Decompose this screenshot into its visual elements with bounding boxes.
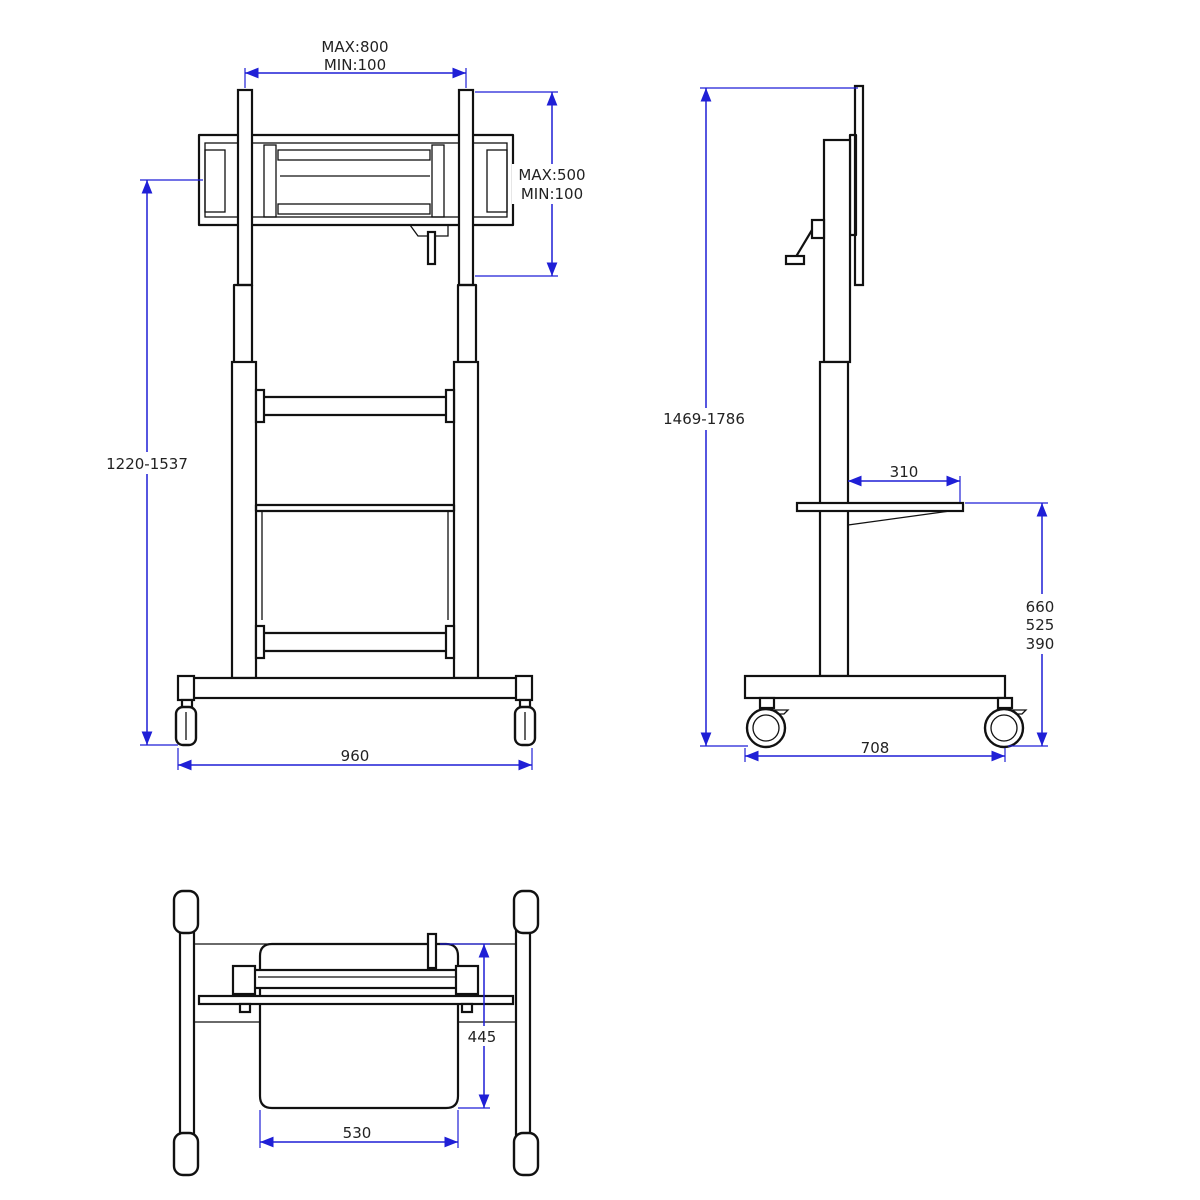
top-column-left [231, 964, 257, 996]
inner-pole-left [232, 283, 254, 365]
vesa-rail-right [457, 88, 475, 287]
vesa-rail-left [236, 88, 254, 287]
side-base [743, 674, 1007, 700]
dim-shelf-height-660: 660 [1026, 598, 1055, 616]
base-frame [176, 674, 534, 702]
caster-top-3 [172, 1131, 200, 1177]
dim-top-width: 530 [343, 1124, 372, 1142]
front-view: MAX:800 MIN:100 MAX:500 MIN:100 1220-153… [100, 38, 590, 771]
crank-handle [784, 218, 826, 266]
side-shelf [795, 501, 965, 526]
caster-front-left [174, 698, 198, 747]
caster-side-left [745, 696, 790, 749]
caster-top-2 [512, 889, 540, 935]
caster-side-right [983, 696, 1028, 749]
dim-shelf-height-390: 390 [1026, 635, 1055, 653]
dim-mount-width-max: MAX:800 [321, 38, 388, 56]
dim-shelf-depth: 310 [890, 463, 919, 481]
base-leg-right [514, 923, 532, 1147]
dim-base-depth: 708 [861, 739, 890, 757]
dim-mount-width-min: MIN:100 [324, 56, 386, 74]
lower-crossbar [254, 624, 456, 660]
upper-pole [822, 138, 852, 364]
vesa-mount-plate [197, 133, 515, 266]
top-crank [426, 932, 438, 970]
shelf-front [254, 503, 456, 620]
dim-mount-height-min: MIN:100 [521, 185, 583, 203]
caster-front-right [513, 698, 537, 747]
dim-shelf-height-525: 525 [1026, 616, 1055, 634]
top-mount-plate [197, 994, 515, 1006]
upper-crossbar [254, 388, 456, 424]
side-view: 1469-1786 310 660 525 390 708 [656, 84, 1064, 762]
top-column-right [454, 964, 480, 996]
top-view: 445 530 [172, 889, 540, 1177]
top-crossbar [242, 968, 468, 990]
dim-mount-height-max: MAX:500 [518, 166, 585, 184]
caster-top-4 [512, 1131, 540, 1177]
outer-column-left [230, 360, 258, 680]
dim-top-depth: 445 [468, 1028, 497, 1046]
inner-pole-right [456, 283, 478, 365]
dim-height-range: 1220-1537 [106, 455, 188, 473]
base-leg-left [178, 923, 196, 1147]
dim-base-width: 960 [341, 747, 370, 765]
caster-top-1 [172, 889, 200, 935]
dim-side-height-range: 1469-1786 [663, 410, 745, 428]
outer-column-right [452, 360, 480, 680]
lower-column [818, 360, 850, 678]
